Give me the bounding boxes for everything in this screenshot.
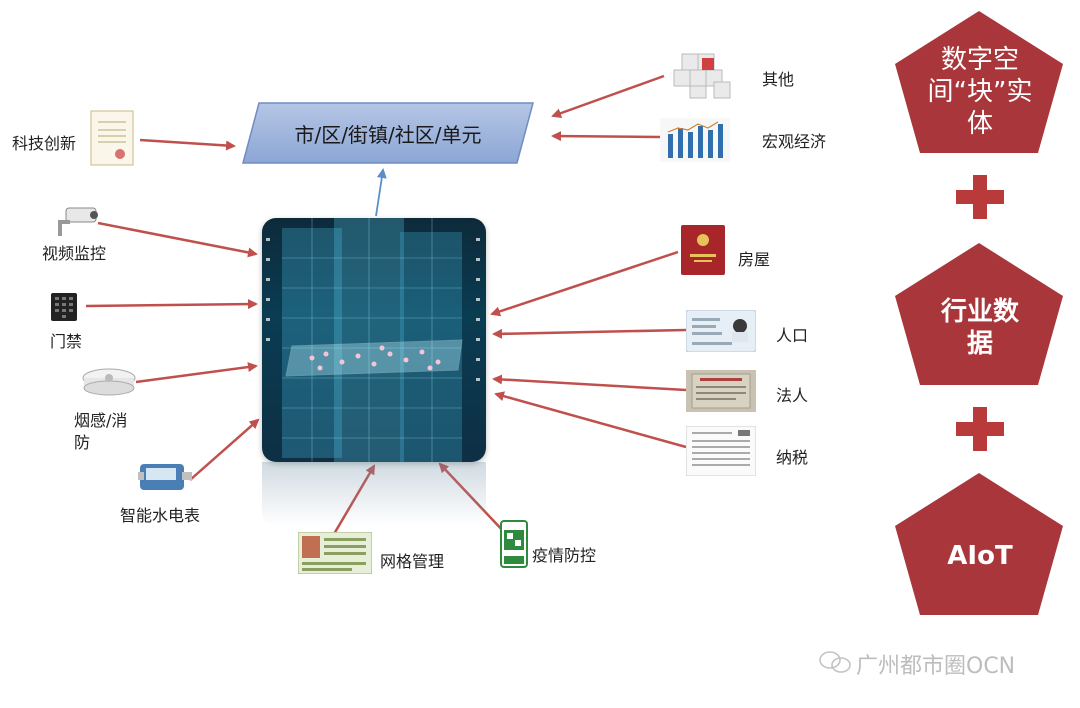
label-macro-economy: 宏观经济 — [762, 132, 827, 151]
arrow-others — [551, 74, 665, 118]
pentagon-aiot — [895, 473, 1063, 615]
label-access-control: 门禁 — [50, 332, 83, 351]
watermark-text: 广州都市圈OCN — [856, 654, 1016, 679]
wechat-icon — [819, 651, 851, 673]
smart-building-image — [262, 218, 486, 462]
arrow-tax — [494, 391, 687, 449]
arrow-grid — [332, 464, 376, 535]
region-parallelogram — [242, 102, 534, 164]
arrow-smoke — [135, 362, 258, 384]
label-grid-management: 网格管理 — [380, 552, 445, 571]
business-license-icon — [686, 370, 756, 412]
health-code-icon — [500, 520, 528, 568]
pentagon-industry-data — [895, 243, 1063, 385]
formula-aiot: AIoT — [947, 541, 1013, 571]
arrow-epidemic — [438, 462, 507, 535]
formula-digital-space: 数字空间“块”实体 — [927, 45, 1033, 139]
grid-card-icon — [297, 531, 373, 575]
label-population: 人口 — [776, 326, 809, 345]
label-tax: 纳税 — [776, 448, 809, 467]
arrow-video — [97, 221, 258, 258]
bar-chart-icon — [660, 118, 730, 162]
arrow-population — [492, 328, 687, 339]
pentagon-digital-space — [895, 11, 1063, 153]
arrow-housing — [490, 250, 679, 317]
property-certificate-icon — [680, 224, 726, 276]
label-epidemic-control: 疫情防控 — [532, 546, 597, 565]
label-smoke-fire: 烟感/消防 — [74, 411, 128, 452]
arrow-macro-economy — [551, 131, 661, 142]
id-card-icon — [685, 309, 757, 353]
building-reflection — [262, 462, 486, 526]
cctv-camera-icon — [54, 204, 100, 238]
patent-certificate-icon — [90, 110, 134, 166]
label-smart-meter: 智能水电表 — [120, 506, 201, 525]
formula-industry-data: 行业数据 — [940, 297, 1019, 359]
keypad-access-icon — [50, 292, 78, 322]
arrow-legal-person — [492, 374, 687, 392]
plus-icon — [956, 175, 1004, 219]
water-meter-icon — [138, 458, 194, 496]
label-others: 其他 — [762, 70, 795, 89]
arrow-tech-innovation — [139, 138, 236, 151]
plus-icon — [956, 407, 1004, 451]
label-tech-innovation: 科技创新 — [12, 134, 77, 153]
arrow-meter — [189, 418, 260, 481]
smoke-detector-icon — [80, 366, 138, 398]
label-legal-person: 法人 — [776, 386, 809, 405]
arrow-up-to-region — [375, 168, 387, 217]
cubes-icon — [666, 50, 738, 100]
arrow-access — [85, 299, 258, 310]
label-video-surveillance: 视频监控 — [42, 244, 107, 263]
tax-document-icon — [685, 425, 757, 477]
label-housing: 房屋 — [738, 250, 771, 269]
region-label: 市/区/街镇/社区/单元 — [294, 122, 482, 147]
